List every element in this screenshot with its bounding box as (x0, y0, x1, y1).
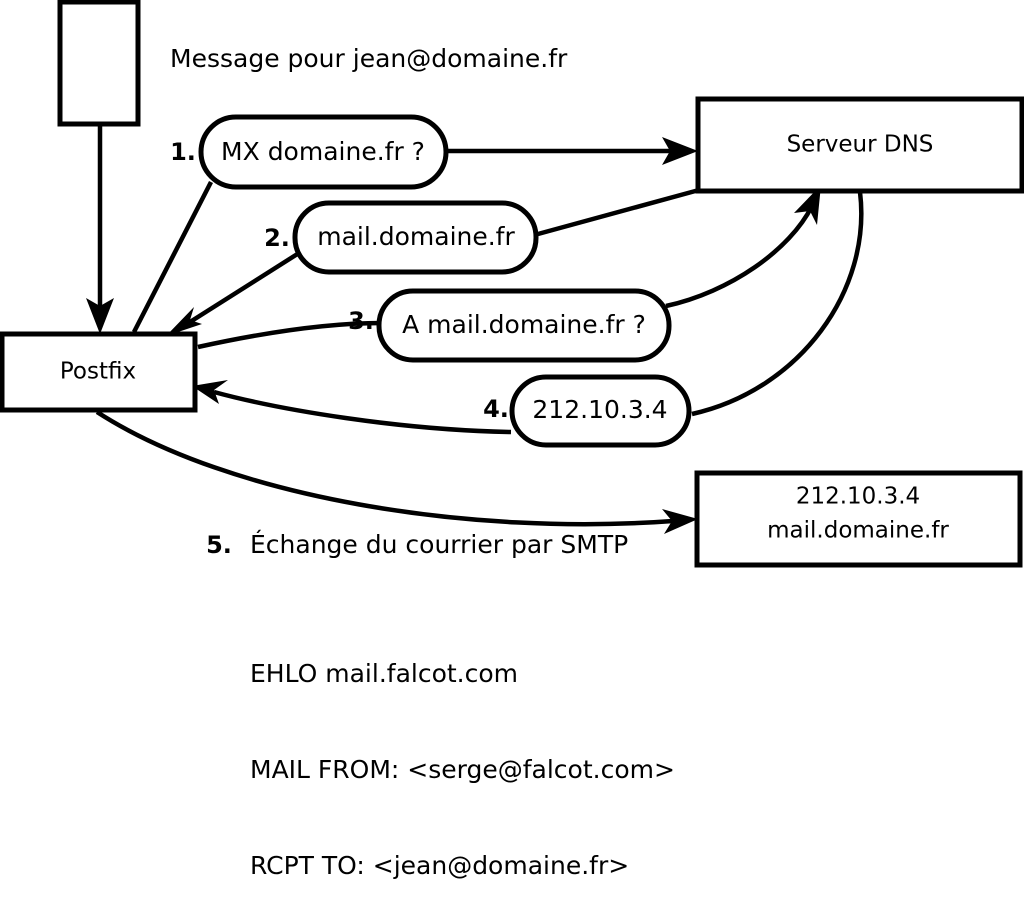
connector-step4-to-postfix (213, 389, 512, 435)
connector-postfix-to-mailserver (95, 410, 674, 527)
connector-step3-to-dns (665, 204, 815, 309)
step-number-3: 3. (348, 307, 374, 335)
node-postfix[interactable] (0, 331, 198, 413)
node-postfix-label: Postfix (60, 359, 136, 385)
bubble-step-1[interactable] (198, 114, 449, 190)
message-title: Message pour jean@domaine.fr (170, 44, 568, 73)
step-number-1: 1. (170, 138, 196, 166)
bubble-step-2-label: mail.domaine.fr (317, 222, 515, 251)
arrowhead-step4-to-postfix (192, 380, 228, 404)
node-mail-client[interactable] (57, 0, 141, 127)
bubble-step-3-label: A mail.domaine.fr ? (402, 310, 646, 339)
step-number-5: 5. (206, 531, 232, 559)
connector-postfix-to-step3 (197, 320, 383, 350)
step-number-2: 2. (264, 224, 290, 252)
smtp-transcript: EHLO mail.falcot.com MAIL FROM: <serge@f… (250, 594, 675, 919)
transcript-line: EHLO mail.falcot.com (250, 659, 519, 688)
connector-postfix-to-step1 (131, 180, 214, 334)
node-dns-server[interactable] (695, 96, 1024, 194)
arrowhead-step3-to-dns (794, 185, 821, 225)
bubble-step-1-label: MX domaine.fr ? (221, 137, 425, 166)
arrowhead-client-to-postfix (86, 298, 114, 334)
bubble-step-3[interactable] (376, 288, 672, 363)
bubble-step-2[interactable] (292, 200, 539, 275)
arrowhead-postfix-to-mailserver (662, 509, 698, 534)
arrowhead-step2-to-postfix (166, 307, 202, 336)
connector-step2-to-postfix (188, 251, 301, 324)
node-mail-server[interactable] (694, 470, 1023, 568)
node-dns-server-label: Serveur DNS (787, 132, 934, 158)
arrowhead-step1-to-dns (662, 137, 698, 165)
node-mail-server-ip: 212.10.3.4 (796, 484, 920, 510)
bubble-step-4[interactable] (509, 374, 692, 448)
connector-dns-to-step2 (526, 187, 700, 240)
step-5-label: Échange du courrier par SMTP (250, 530, 628, 559)
transcript-line: MAIL FROM: <serge@falcot.com> (250, 755, 675, 784)
bubble-step-4-label: 212.10.3.4 (532, 395, 667, 424)
transcript-line: RCPT TO: <jean@domaine.fr> (250, 851, 630, 880)
node-mail-server-host: mail.domaine.fr (767, 518, 949, 544)
step-number-4: 4. (483, 395, 509, 423)
connector-dns-to-step4 (691, 191, 864, 417)
